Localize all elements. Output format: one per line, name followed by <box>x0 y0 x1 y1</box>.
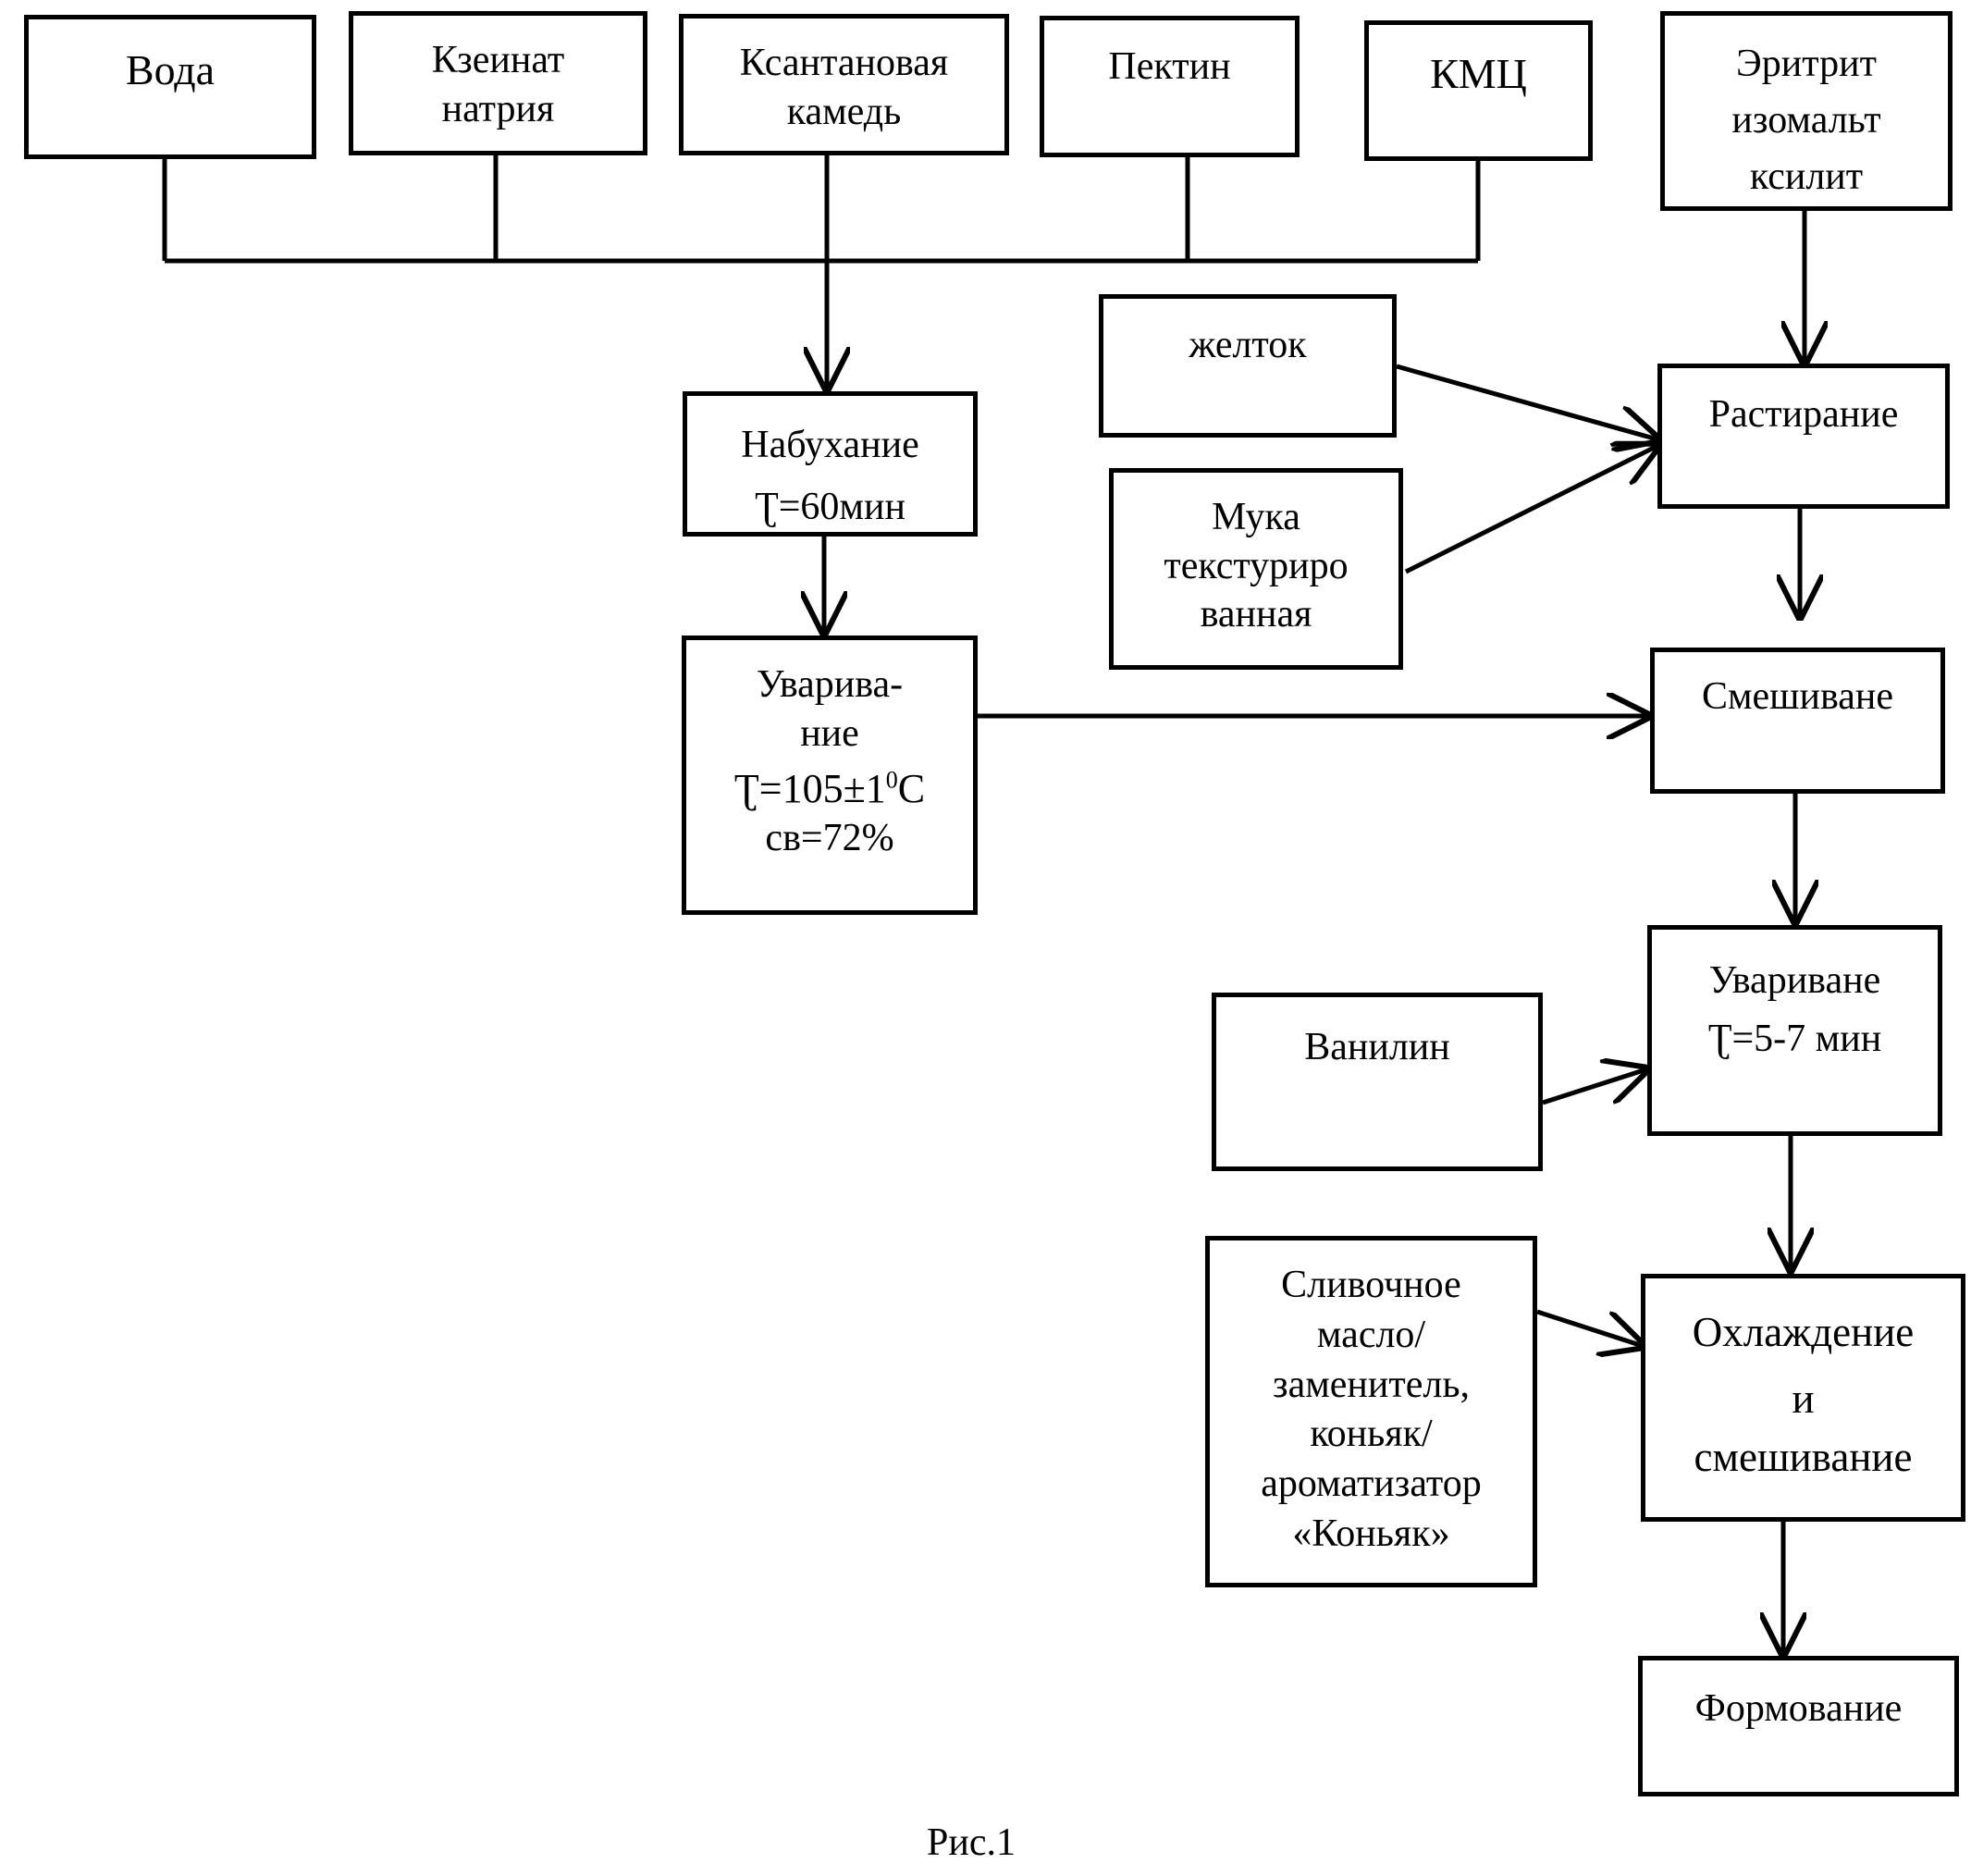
box-uvarivanie-temp-prefix: Ʈ=105±1 <box>733 766 886 811</box>
box-uvarivane: Увариване Ʈ=5-7 мин <box>1647 925 1942 1136</box>
box-rastiranie: Растирание <box>1657 364 1950 509</box>
box-vanilin-label: Ванилин <box>1304 1026 1450 1068</box>
box-uvarivanie-temp-degree: 0 <box>885 766 898 794</box>
box-muka-line3: ванная <box>1200 593 1312 636</box>
arrow-maslo-to-okhlazhdenie <box>1536 1309 1643 1346</box>
box-uvarivane-line2: Ʈ=5-7 мин <box>1707 1018 1882 1060</box>
box-kmc-label: КМЦ <box>1430 50 1527 97</box>
box-muka: Мука текстуриро ванная <box>1109 468 1403 670</box>
box-formovanie: Формование <box>1638 1656 1959 1796</box>
box-zheltok-label: желток <box>1189 324 1307 366</box>
box-eritrit: Эритрит изомальт ксилит <box>1660 11 1953 211</box>
box-zheltok: желток <box>1099 294 1397 438</box>
box-pektin-label: Пектин <box>1108 45 1231 88</box>
box-nabukhanie-line1: Набухание <box>741 424 919 466</box>
box-muka-line2: текстуриро <box>1164 544 1349 587</box>
box-maslo: Сливочное масло/ заменитель, коньяк/ аро… <box>1205 1236 1537 1587</box>
box-kazeinat-line1: Кзеинат <box>431 39 565 81</box>
box-okhlazhdenie-line3: смешивание <box>1694 1434 1913 1480</box>
box-ksantan-line1: Ксантановая <box>739 42 949 84</box>
box-muka-line1: Мука <box>1212 496 1300 538</box>
arrow-zheltok-to-rastiranie <box>1396 364 1657 439</box>
box-uvarivanie-dry: св=72% <box>765 817 894 859</box>
box-kmc: КМЦ <box>1364 20 1593 161</box>
arrow-muka-to-rastiranie <box>1404 446 1657 574</box>
box-maslo-line2: масло/ <box>1316 1313 1426 1356</box>
box-eritrit-line2: изомальт <box>1731 98 1881 142</box>
box-kazeinat: Кзеинат натрия <box>349 11 647 155</box>
box-ksantan-line2: камедь <box>786 90 902 133</box>
box-uvarivanie-temp: Ʈ=105±10С <box>734 763 925 814</box>
box-voda-label: Вода <box>125 46 216 93</box>
box-smeshivane: Смешиване <box>1650 648 1945 794</box>
box-uvarivanie-line2: ние <box>800 711 859 755</box>
box-rastiranie-label: Растирание <box>1708 393 1899 436</box>
box-maslo-line6: «Коньяк» <box>1292 1512 1450 1555</box>
box-nabukhanie-line2: Ʈ=60мин <box>755 486 905 529</box>
box-voda: Вода <box>24 15 316 159</box>
box-vanilin: Ванилин <box>1212 993 1543 1171</box>
box-uvarivane-line1: Увариване <box>1708 959 1881 1002</box>
figure-caption: Рис.1 <box>927 1821 1016 1864</box>
box-ksantan: Ксантановая камедь <box>679 14 1009 155</box>
arrow-vanilin-to-uvarivane <box>1542 1069 1646 1105</box>
box-eritrit-line1: Эритрит <box>1736 43 1877 85</box>
box-uvarivanie-line1: Уварива- <box>756 663 904 706</box>
box-uvarivanie-temp-unit: С <box>897 766 926 811</box>
box-maslo-line5: ароматизатор <box>1261 1463 1482 1505</box>
box-maslo-line3: заменитель, <box>1272 1363 1470 1406</box>
box-uvarivanie: Уварива- ние Ʈ=105±10С св=72% <box>682 636 978 915</box>
box-okhlazhdenie-line2: и <box>1792 1376 1815 1422</box>
box-okhlazhdenie-line1: Охлаждение <box>1692 1309 1915 1355</box>
box-eritrit-line3: ксилит <box>1749 154 1864 198</box>
box-pektin: Пектин <box>1040 16 1300 157</box>
box-smeshivane-label: Смешиване <box>1701 675 1894 718</box>
box-okhlazhdenie: Охлаждение и смешивание <box>1641 1274 1965 1522</box>
box-formovanie-label: Формование <box>1694 1687 1903 1730</box>
box-maslo-line4: коньяк/ <box>1310 1413 1433 1456</box>
box-kazeinat-line2: натрия <box>441 87 555 130</box>
box-nabukhanie: Набухание Ʈ=60мин <box>683 391 978 537</box>
box-maslo-line1: Сливочное <box>1281 1264 1461 1306</box>
